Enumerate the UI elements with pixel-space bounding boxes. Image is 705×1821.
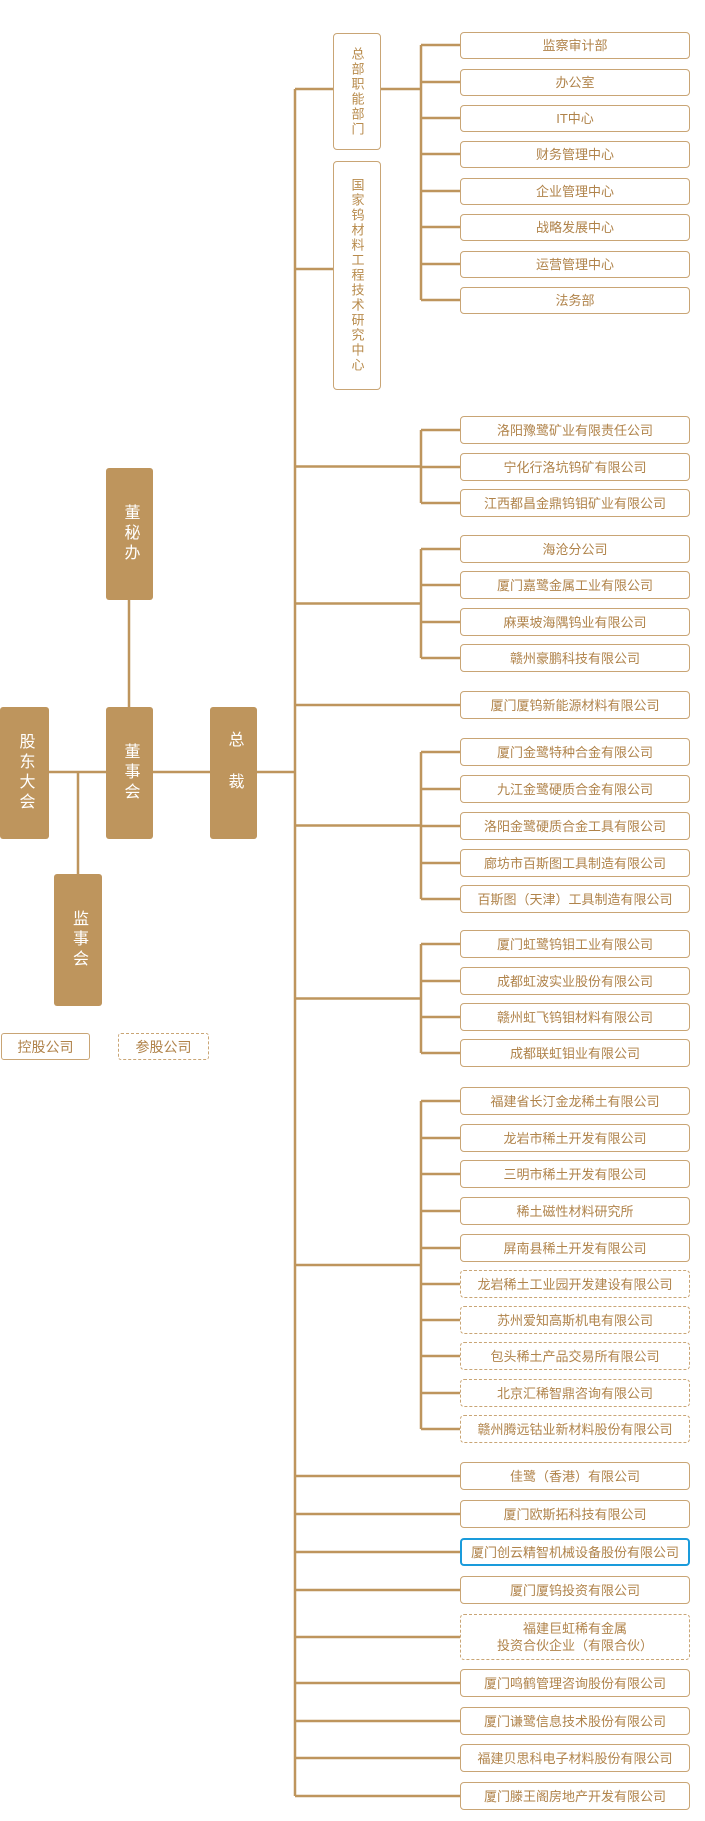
subsidiary-box[interactable]: 厦门鸣鹤管理咨询股份有限公司 (460, 1669, 690, 1697)
subsidiary-box[interactable]: 福建巨虹稀有金属 投资合伙企业（有限合伙） (460, 1614, 690, 1660)
subsidiary-box[interactable]: 厦门金鹭特种合金有限公司 (460, 738, 690, 766)
shareholders-meeting-box[interactable]: 股东大会 (0, 707, 49, 839)
subsidiary-box[interactable]: 宁化行洛坑钨矿有限公司 (460, 453, 690, 481)
subsidiary-box[interactable]: 麻栗坡海隅钨业有限公司 (460, 608, 690, 636)
subsidiary-box[interactable]: 厦门欧斯拓科技有限公司 (460, 1500, 690, 1528)
hq-department-box[interactable]: 法务部 (460, 287, 690, 314)
legend-participating-company: 参股公司 (118, 1033, 209, 1060)
hq-department-box[interactable]: 战略发展中心 (460, 214, 690, 241)
subsidiary-box[interactable]: 龙岩市稀土开发有限公司 (460, 1124, 690, 1152)
subsidiary-box[interactable]: 廊坊市百斯图工具制造有限公司 (460, 849, 690, 877)
hq-department-box[interactable]: 办公室 (460, 69, 690, 96)
subsidiary-box[interactable]: 厦门嘉鹭金属工业有限公司 (460, 571, 690, 599)
subsidiary-box[interactable]: 厦门厦钨新能源材料有限公司 (460, 691, 690, 719)
subsidiary-box[interactable]: 百斯图（天津）工具制造有限公司 (460, 885, 690, 913)
hq-department-box[interactable]: 财务管理中心 (460, 141, 690, 168)
hq-department-box[interactable]: 运营管理中心 (460, 251, 690, 278)
board-of-directors-box[interactable]: 董事会 (106, 707, 153, 839)
board-secretary-office-box[interactable]: 董秘办 (106, 468, 153, 600)
president-box[interactable]: 总裁 (210, 707, 257, 839)
subsidiary-box[interactable]: 福建省长汀金龙稀土有限公司 (460, 1087, 690, 1115)
subsidiary-box[interactable]: 包头稀土产品交易所有限公司 (460, 1342, 690, 1370)
subsidiary-box[interactable]: 屏南县稀土开发有限公司 (460, 1234, 690, 1262)
subsidiary-box[interactable]: 三明市稀土开发有限公司 (460, 1160, 690, 1188)
subsidiary-box[interactable]: 龙岩稀土工业园开发建设有限公司 (460, 1270, 690, 1298)
subsidiary-box[interactable]: 洛阳金鹭硬质合金工具有限公司 (460, 812, 690, 840)
subsidiary-box[interactable]: 成都联虹钼业有限公司 (460, 1039, 690, 1067)
subsidiary-box[interactable]: 厦门滕王阁房地产开发有限公司 (460, 1782, 690, 1810)
subsidiary-box[interactable]: 厦门谦鹭信息技术股份有限公司 (460, 1707, 690, 1735)
hq-department-box[interactable]: 监察审计部 (460, 32, 690, 59)
tungsten-engineering-research-center-box[interactable]: 国家钨材料工程技术研究中心 (333, 161, 381, 390)
hq-functional-departments-box[interactable]: 总部职能部门 (333, 33, 381, 150)
subsidiary-box[interactable]: 苏州爱知高斯机电有限公司 (460, 1306, 690, 1334)
subsidiary-box[interactable]: 福建贝思科电子材料股份有限公司 (460, 1744, 690, 1772)
subsidiary-box[interactable]: 江西都昌金鼎钨钼矿业有限公司 (460, 489, 690, 517)
subsidiary-box[interactable]: 厦门创云精智机械设备股份有限公司 (460, 1538, 690, 1566)
subsidiary-box[interactable]: 厦门虹鹭钨钼工业有限公司 (460, 930, 690, 958)
hq-department-box[interactable]: IT中心 (460, 105, 690, 132)
subsidiary-box[interactable]: 海沧分公司 (460, 535, 690, 563)
subsidiary-box[interactable]: 佳鹭（香港）有限公司 (460, 1462, 690, 1490)
subsidiary-box[interactable]: 赣州豪鹏科技有限公司 (460, 644, 690, 672)
subsidiary-box[interactable]: 赣州腾远钴业新材料股份有限公司 (460, 1415, 690, 1443)
subsidiary-box[interactable]: 赣州虹飞钨钼材料有限公司 (460, 1003, 690, 1031)
subsidiary-box[interactable]: 九江金鹭硬质合金有限公司 (460, 775, 690, 803)
supervisory-board-box[interactable]: 监事会 (54, 874, 102, 1006)
legend-holding-company: 控股公司 (1, 1033, 90, 1060)
subsidiary-box[interactable]: 稀土磁性材料研究所 (460, 1197, 690, 1225)
hq-department-box[interactable]: 企业管理中心 (460, 178, 690, 205)
subsidiary-box[interactable]: 厦门厦钨投资有限公司 (460, 1576, 690, 1604)
subsidiary-box[interactable]: 成都虹波实业股份有限公司 (460, 967, 690, 995)
subsidiary-box[interactable]: 北京汇稀智鼎咨询有限公司 (460, 1379, 690, 1407)
subsidiary-box[interactable]: 洛阳豫鹭矿业有限责任公司 (460, 416, 690, 444)
